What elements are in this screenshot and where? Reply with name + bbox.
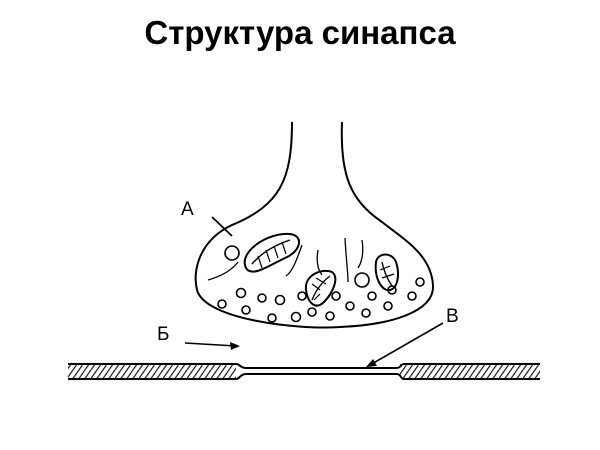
diagram-title: Структура синапса: [144, 14, 456, 51]
arrow-b: [184, 342, 240, 350]
label-b: Б: [157, 324, 169, 345]
synaptic-vesicles: [217, 245, 425, 323]
mitochondrion: [304, 270, 337, 307]
mitochondrion: [243, 232, 300, 273]
postsynaptic-membrane: [68, 363, 540, 380]
presynaptic-terminal: [194, 121, 435, 329]
mitochondrion: [374, 253, 399, 292]
arrow-v: [366, 322, 444, 367]
label-a: А: [181, 199, 194, 220]
pointer-line-a: [211, 216, 233, 237]
label-v: В: [446, 306, 459, 327]
cytoskeleton-filaments: [207, 237, 364, 283]
